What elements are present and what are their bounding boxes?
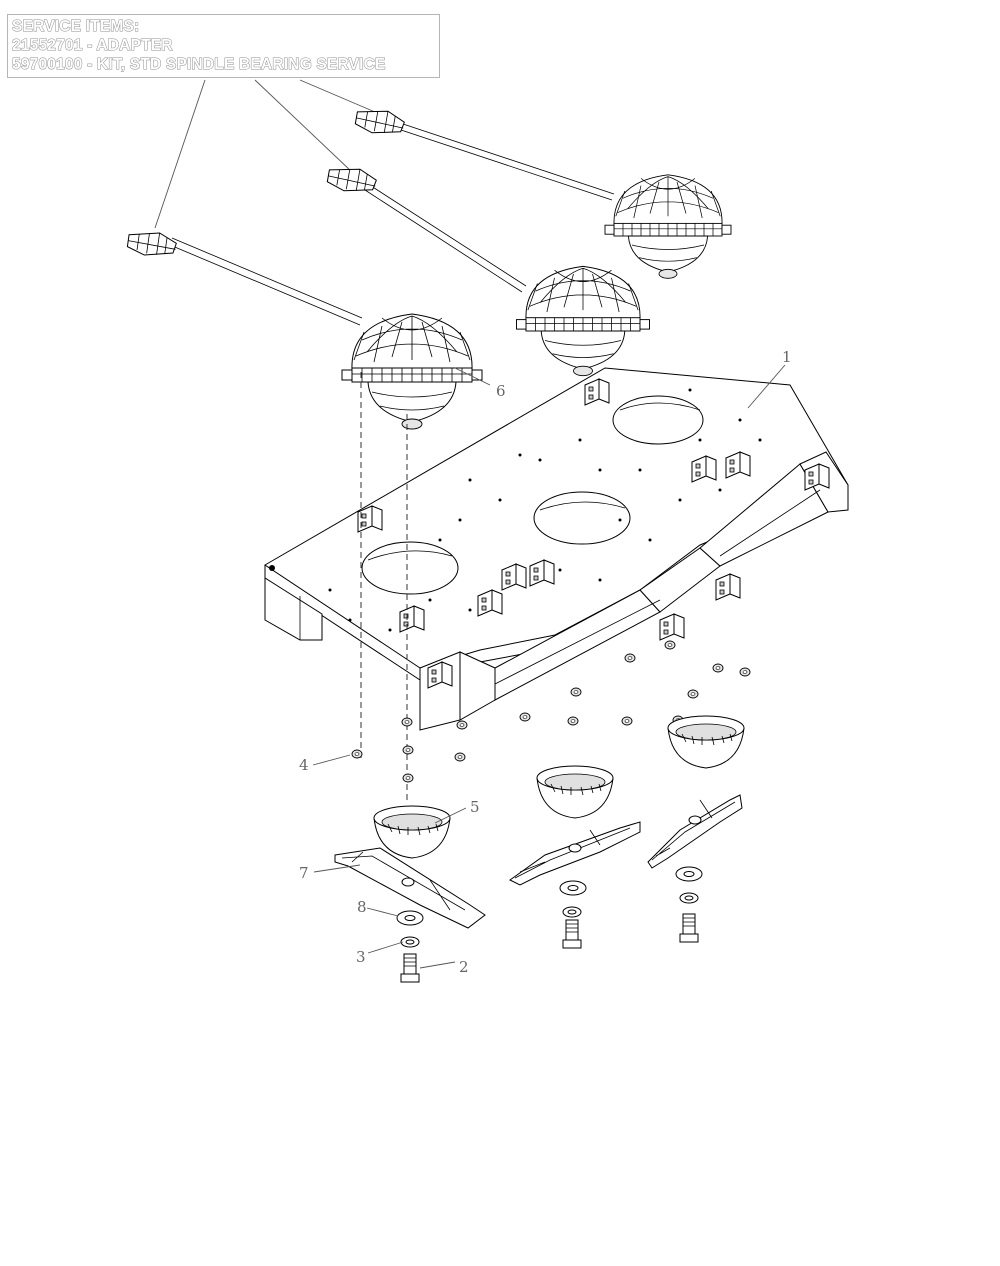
- service-item-bearing-kit: 59700100 - KIT, STD SPINDLE BEARING SERV…: [12, 56, 386, 74]
- mower-deck: [264, 367, 849, 731]
- lockwasher-center: [562, 906, 582, 918]
- leader-1: [747, 364, 786, 409]
- callout-3: 3: [356, 948, 366, 966]
- connector-center: [325, 163, 379, 197]
- service-leader-left: [154, 79, 206, 229]
- washer-left: [396, 910, 424, 926]
- cable-left: [169, 237, 363, 326]
- cup-right: [667, 715, 745, 769]
- nut-item-4: [351, 749, 363, 759]
- leader-8: [366, 907, 399, 917]
- cable-center: [364, 183, 527, 293]
- service-item-adapter: 21552701 - ADAPTER: [12, 37, 173, 55]
- leader-4: [312, 754, 351, 766]
- blade-left: [334, 847, 486, 929]
- cup-left: [373, 805, 451, 859]
- blade-right: [647, 794, 743, 869]
- callout-6: 6: [496, 382, 506, 400]
- washer-center: [559, 880, 587, 896]
- service-items-box: SERVICE ITEMS: 21552701 - ADAPTER 597001…: [7, 14, 440, 78]
- lockwasher-left: [400, 936, 420, 948]
- cup-center: [536, 765, 614, 819]
- blade-center: [509, 821, 641, 886]
- leader-5: [434, 807, 467, 824]
- spindle-left: [341, 313, 483, 430]
- service-leader-right: [299, 79, 376, 113]
- spindle-right: [604, 174, 732, 279]
- washer-right: [675, 866, 703, 882]
- bolt-center: [562, 919, 582, 949]
- cable-right: [394, 121, 615, 201]
- callout-2: 2: [459, 958, 469, 976]
- lockwasher-right: [679, 892, 699, 904]
- callout-1: 1: [782, 348, 792, 366]
- callout-4: 4: [299, 756, 309, 774]
- leader-3: [367, 941, 404, 954]
- connector-left: [126, 228, 178, 260]
- leader-6: [454, 367, 491, 386]
- bolt-right: [679, 913, 699, 943]
- service-items-header: SERVICE ITEMS:: [12, 18, 140, 36]
- callout-7: 7: [299, 864, 309, 882]
- callout-8: 8: [357, 898, 367, 916]
- leader-7: [313, 864, 361, 873]
- service-leader-center: [254, 79, 353, 173]
- bolt-left: [400, 953, 420, 983]
- callout-5: 5: [470, 798, 480, 816]
- connector-right: [353, 105, 407, 139]
- spindle-center: [516, 265, 650, 377]
- leader-2: [419, 961, 456, 969]
